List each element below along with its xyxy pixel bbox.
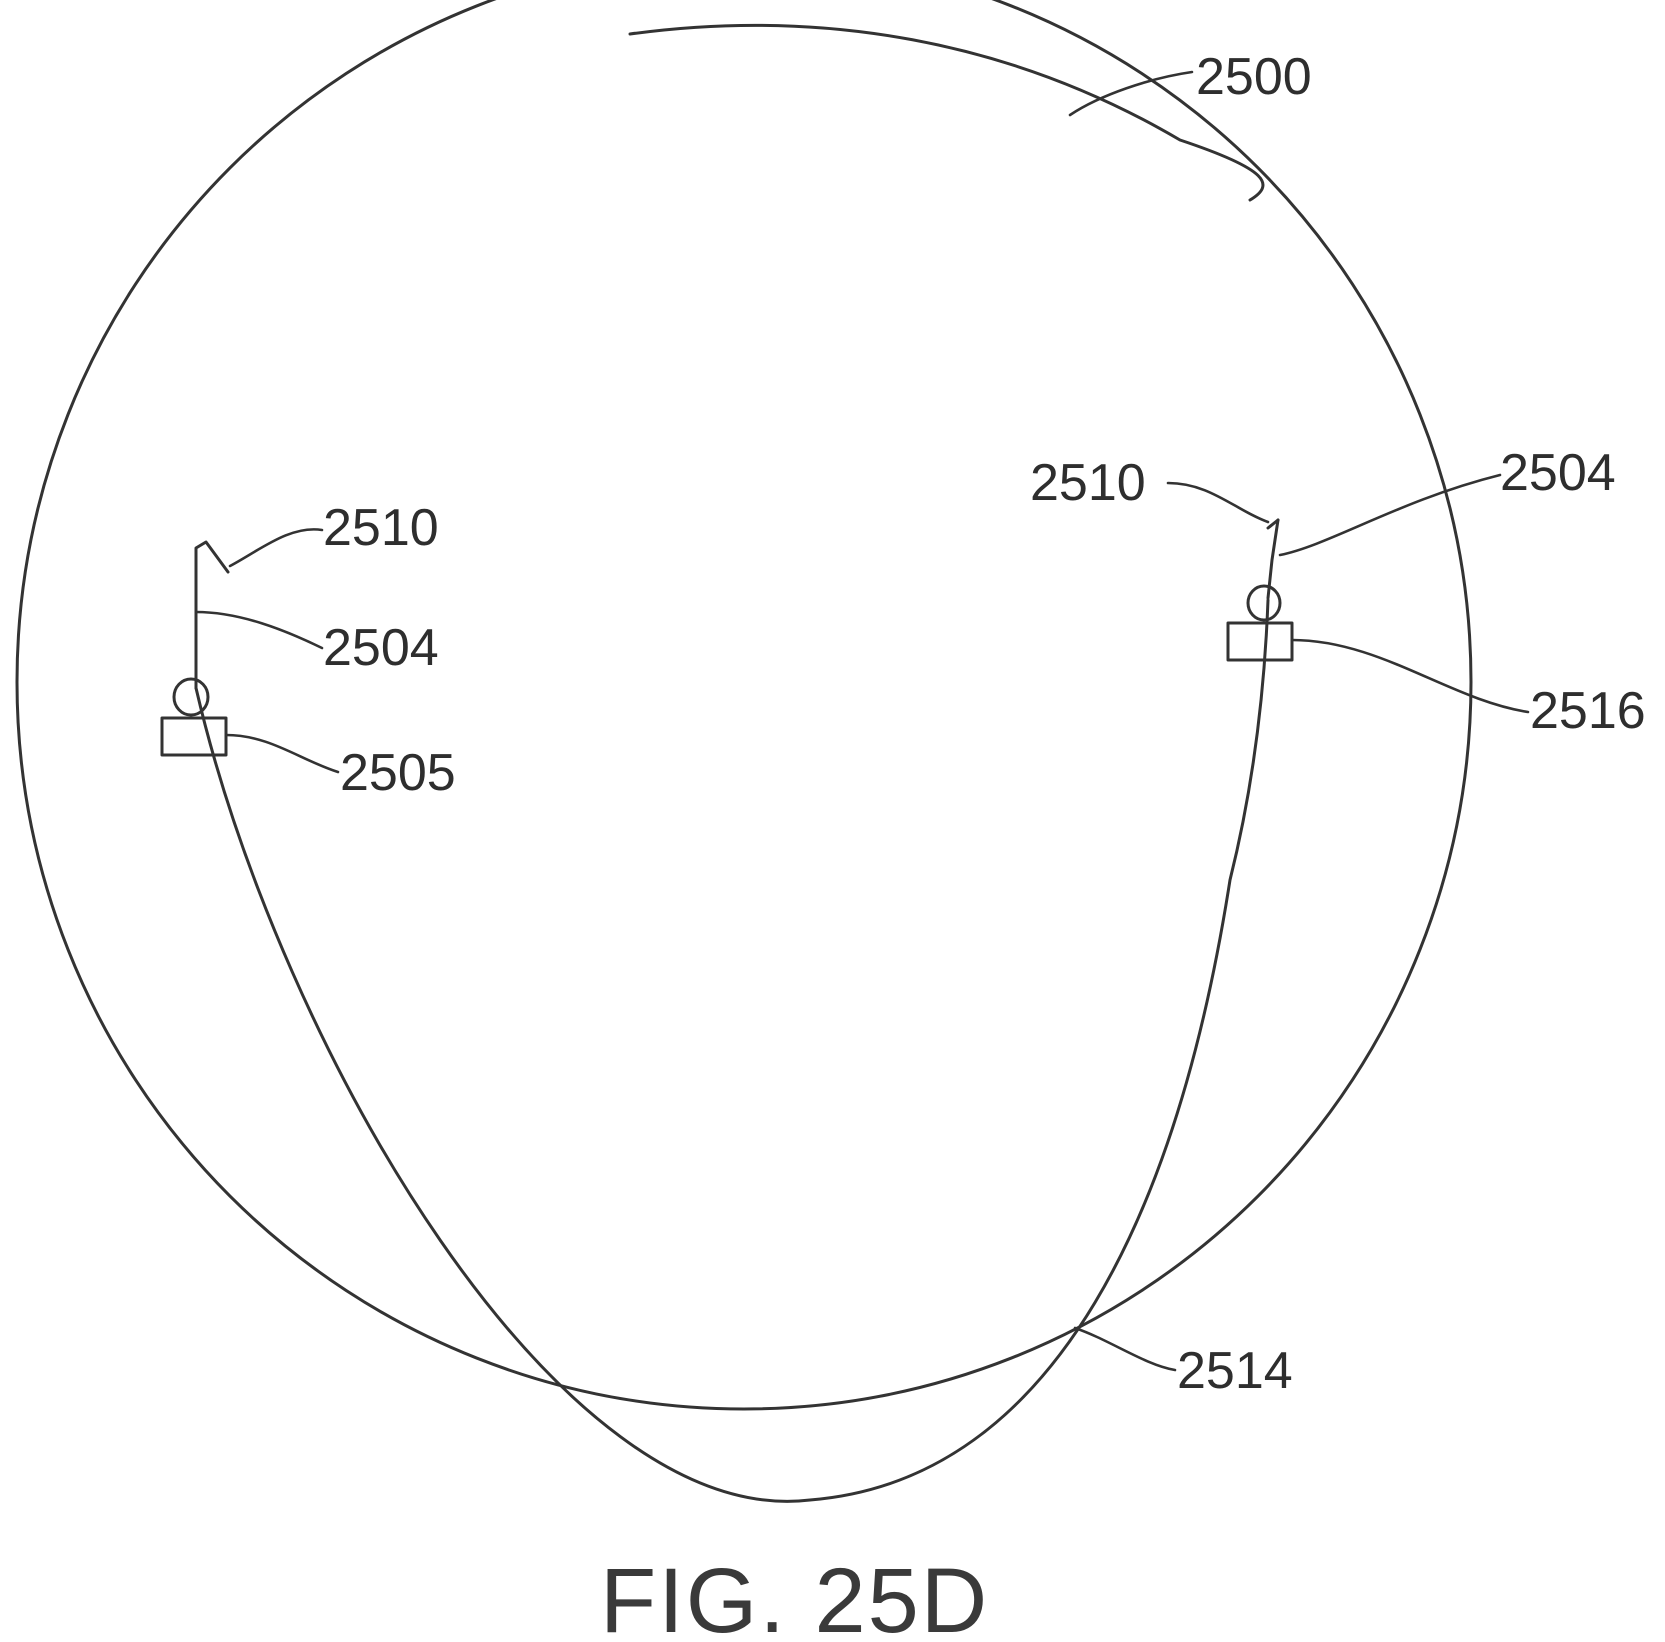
left-attachment-block-2505	[162, 718, 226, 755]
label-2514: 2514	[1177, 1342, 1293, 1400]
figure-caption: FIG. 25D	[600, 1550, 989, 1642]
label-2510-right: 2510	[1030, 454, 1146, 512]
leader-line-2504-left	[196, 612, 322, 648]
label-2504-left: 2504	[323, 619, 439, 677]
top-flap-element	[630, 25, 1263, 200]
outer-circle-body	[17, 0, 1471, 1409]
leader-line-2514	[1075, 1328, 1175, 1370]
left-attachment-ring	[174, 679, 208, 715]
label-2505: 2505	[340, 744, 456, 802]
right-attachment-ring	[1248, 586, 1280, 620]
leader-line-2510-right	[1168, 483, 1268, 522]
leader-line-2505	[226, 735, 338, 772]
label-2510-left: 2510	[323, 499, 439, 557]
right-attachment-block-2516	[1228, 623, 1292, 660]
label-2500: 2500	[1196, 48, 1312, 106]
label-2516: 2516	[1530, 682, 1646, 740]
leader-line-2504-right	[1280, 475, 1500, 555]
leader-line-2516	[1292, 640, 1528, 712]
lower-loop-2514	[196, 600, 1268, 1501]
leader-line-2510-left	[230, 529, 322, 566]
label-2504-right: 2504	[1500, 444, 1616, 502]
